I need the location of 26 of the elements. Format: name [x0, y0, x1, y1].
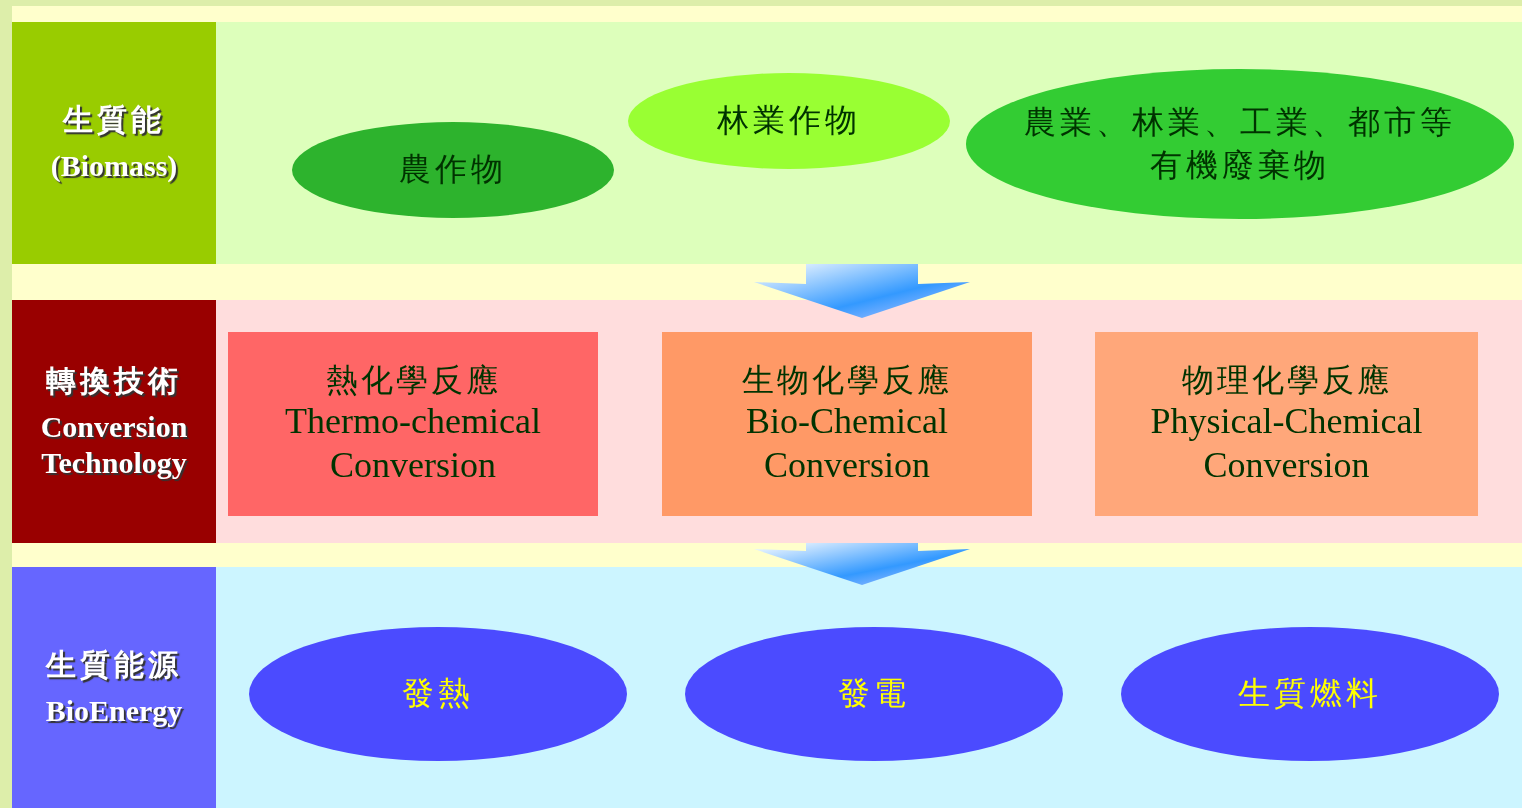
process-box — [1095, 332, 1478, 516]
node-text: 熱化學反應 — [325, 360, 501, 400]
process-box — [662, 332, 1032, 516]
band-panel — [12, 22, 1522, 264]
node-text: 農業、林業、工業、都市等有機廢棄物 — [1023, 101, 1457, 186]
row-subheading: Conversion Technology — [39, 408, 189, 481]
row-heading: 生質能 — [63, 102, 165, 138]
band-panel — [12, 300, 1522, 543]
process-box — [228, 332, 598, 516]
block-arrow — [754, 264, 970, 318]
node-text: Bio-Chemical Conversion — [745, 399, 949, 487]
node-text: 林業作物 — [717, 100, 861, 142]
node-text: Thermo-chemical Conversion — [284, 399, 542, 487]
node-text: 生質燃料 — [1238, 673, 1382, 715]
row-heading: 生質能源 — [46, 646, 182, 683]
band-panel — [12, 567, 1522, 808]
row-heading: 轉換技術 — [46, 362, 182, 399]
row-subheading: (Biomass) — [50, 148, 178, 184]
node-text: 物理化學反應 — [1181, 360, 1392, 400]
node-text: 發電 — [838, 673, 910, 715]
row-subheading: BioEnergy — [45, 692, 183, 729]
node-text: 農作物 — [399, 149, 507, 191]
node-text: 發熱 — [402, 673, 474, 715]
block-arrow — [754, 543, 970, 585]
node-text: 生物化學反應 — [742, 360, 952, 400]
node-text: Physical-Chemical Conversion — [1149, 399, 1424, 487]
